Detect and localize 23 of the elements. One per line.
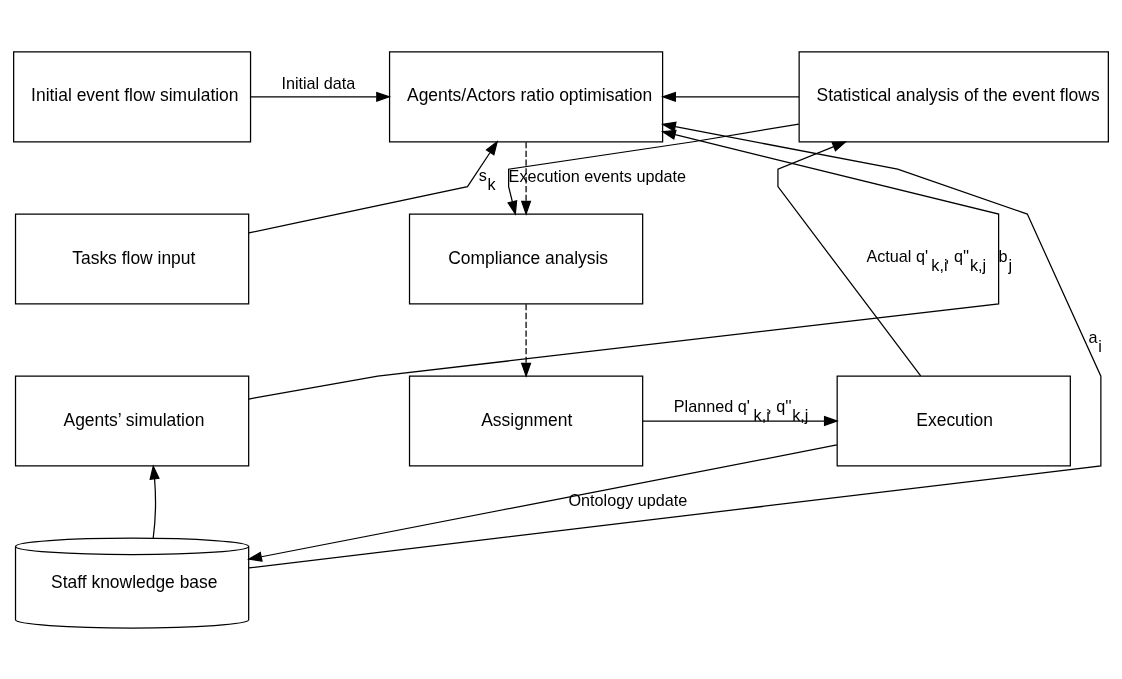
node-box: Assignment	[408, 375, 644, 467]
arrow	[149, 463, 160, 539]
node-box: Agents’ simulation	[14, 375, 250, 467]
node-box: Initial event flow simulation	[13, 50, 252, 142]
arrow	[661, 91, 800, 102]
edge-label: Ontology update	[568, 490, 688, 509]
arrow	[507, 122, 800, 216]
arrow	[250, 91, 392, 102]
arrow	[642, 415, 839, 426]
arrow	[520, 303, 532, 378]
arrow	[777, 140, 922, 377]
node-box: Statistical analysis of the event flows	[798, 50, 1109, 142]
node-box: Compliance analysis	[408, 212, 644, 304]
arrow	[248, 129, 1000, 400]
arrow	[248, 121, 1102, 568]
edge-label: Initial data	[281, 73, 356, 92]
edge-label: Execution events update	[508, 166, 686, 185]
arrow	[248, 139, 499, 234]
arrow	[520, 141, 532, 216]
node-box: Tasks flow input	[14, 212, 250, 304]
node-box: Agents/Actors ratio optimisation	[388, 50, 664, 142]
arrow	[247, 443, 838, 562]
node-box: Execution	[836, 375, 1071, 467]
